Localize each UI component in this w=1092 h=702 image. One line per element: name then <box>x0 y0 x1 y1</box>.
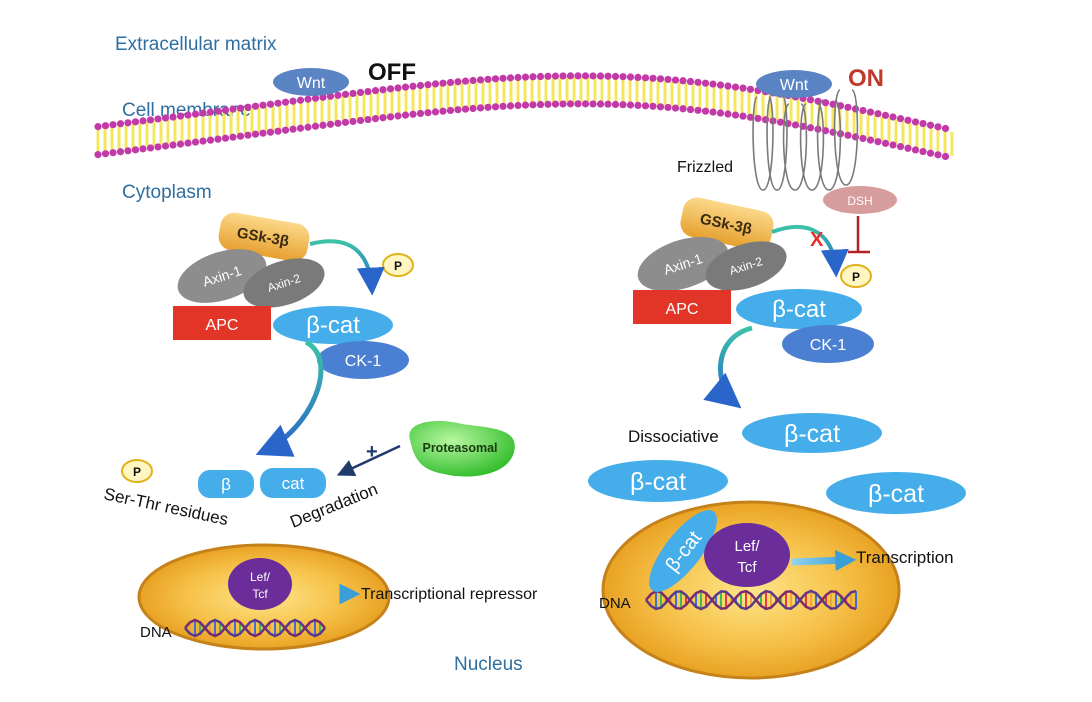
off-gsk3b: GSk-3β <box>218 212 310 262</box>
blocked-x-mark: X <box>810 229 824 251</box>
degradation-plus: + <box>366 441 378 463</box>
svg-text:CK-1: CK-1 <box>345 353 382 370</box>
svg-text:Proteasomal: Proteasomal <box>422 441 497 455</box>
wnt-off-ligand: Wnt <box>273 68 349 96</box>
extracellular-matrix-label: Extracellular matrix <box>115 34 277 55</box>
split-cat: cat <box>260 468 326 498</box>
dissociative-label: Dissociative <box>628 427 719 446</box>
cell-membrane <box>94 72 954 161</box>
svg-text:Lef/: Lef/ <box>250 570 271 584</box>
proteasome: Proteasomal <box>409 421 515 477</box>
svg-text:β-cat: β-cat <box>868 480 924 508</box>
svg-text:β-cat: β-cat <box>630 468 686 496</box>
svg-text:P: P <box>394 259 402 273</box>
svg-text:β-cat: β-cat <box>772 296 826 323</box>
off-release-arrow <box>255 339 324 457</box>
free-bcat-1: β-cat <box>742 413 882 453</box>
split-beta: β <box>198 470 254 498</box>
frizzled-receptor <box>752 89 859 191</box>
cytoplasm-label: Cytoplasm <box>122 182 212 203</box>
off-ck1: CK-1 <box>317 341 409 379</box>
svg-text:Tcf: Tcf <box>737 559 757 576</box>
off-bcat: β-cat <box>273 306 393 344</box>
on-dna-label: DNA <box>599 595 631 612</box>
nuclear-bcat: β-cat <box>649 510 717 592</box>
svg-text:Lef/: Lef/ <box>734 538 760 555</box>
degradation-arrow <box>336 444 401 477</box>
off-axin2: Axin-2 <box>243 258 325 308</box>
svg-text:cat: cat <box>282 474 305 493</box>
wnt-on-ligand: Wnt <box>756 70 832 98</box>
transcriptional-repressor-label: Transcriptional repressor <box>361 586 538 603</box>
svg-text:Wnt: Wnt <box>780 77 809 94</box>
svg-text:Wnt: Wnt <box>297 75 326 92</box>
on-blocked-phosphorylation-arrow <box>771 225 849 278</box>
off-dna <box>184 618 326 638</box>
svg-text:β-cat: β-cat <box>306 312 360 339</box>
svg-text:Tcf: Tcf <box>252 587 268 601</box>
svg-text:β-cat: β-cat <box>784 420 840 448</box>
svg-text:P: P <box>133 465 141 479</box>
off-label: OFF <box>368 59 416 86</box>
nucleus-label: Nucleus <box>454 654 523 675</box>
off-phosphorylation-arrow <box>309 239 385 296</box>
svg-text:β: β <box>221 475 231 494</box>
on-label: ON <box>848 65 884 92</box>
dsh-inhibition <box>848 216 870 254</box>
dsh: DSH <box>823 186 897 214</box>
off-lef-tcf: Lef/ Tcf <box>228 558 292 610</box>
on-ck1: CK-1 <box>782 325 874 363</box>
free-bcat-2: β-cat <box>588 460 728 502</box>
on-dna <box>645 589 857 611</box>
free-bcat-3: β-cat <box>826 472 966 514</box>
on-phospho-badge: P <box>840 264 872 288</box>
svg-text:APC: APC <box>206 317 239 334</box>
svg-text:APC: APC <box>666 301 699 318</box>
off-apc: APC <box>173 306 271 340</box>
ser-thr-phospho-badge: P <box>121 459 153 483</box>
on-release-arrow <box>703 325 753 409</box>
on-axin2: Axin-2 <box>705 241 787 291</box>
on-bcat: β-cat <box>736 289 862 329</box>
off-dna-label: DNA <box>140 624 172 641</box>
svg-text:DSH: DSH <box>847 194 872 208</box>
transcription-arrow <box>791 549 857 571</box>
on-axin1: Axin-1 <box>637 236 729 292</box>
transcription-label: Transcription <box>856 548 954 567</box>
svg-text:CK-1: CK-1 <box>810 337 847 354</box>
on-apc: APC <box>633 290 731 324</box>
cell-membrane-label: Cell membrane <box>122 100 251 121</box>
off-phospho-badge: P <box>382 253 414 277</box>
on-lef-tcf: Lef/ Tcf <box>704 523 790 587</box>
svg-text:P: P <box>852 270 860 284</box>
frizzled-label: Frizzled <box>677 159 733 176</box>
